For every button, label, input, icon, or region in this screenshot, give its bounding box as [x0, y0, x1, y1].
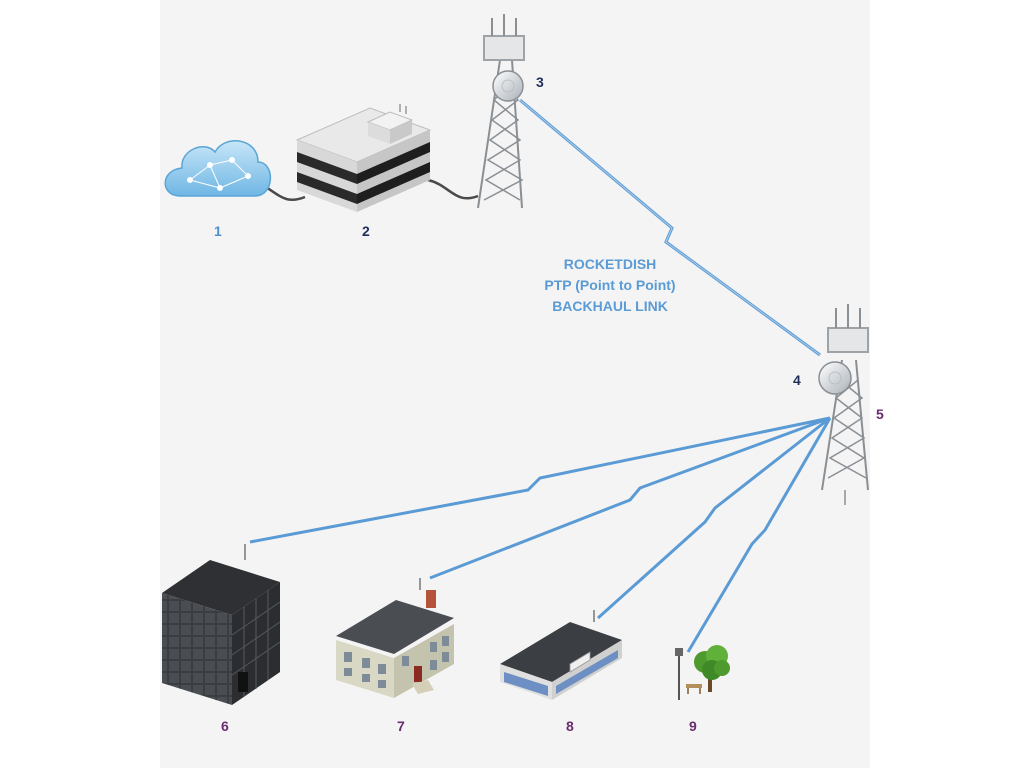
- label-router: 2: [362, 223, 370, 239]
- link-label-line-3: BACKHAUL LINK: [552, 298, 668, 314]
- link-tower-to-building: [249, 416, 831, 544]
- link-label-line-2: PTP (Point to Point): [544, 277, 676, 293]
- backhaul-link: [519, 98, 821, 357]
- streetlight-icon: [675, 648, 702, 700]
- label-shop: 8: [566, 718, 574, 734]
- shop-icon: [500, 610, 622, 700]
- router-icon: [295, 104, 432, 212]
- distribution-links: [249, 416, 832, 653]
- office-building-icon: [162, 544, 281, 705]
- link-tower-to-streetlight: [686, 417, 832, 653]
- label-dish-right: 4: [793, 372, 801, 388]
- cable-router-tower: [427, 178, 479, 200]
- tower-icon: [477, 14, 525, 209]
- dish-icon: [492, 70, 524, 102]
- dish-icon: [818, 361, 852, 395]
- link-label-line-1: ROCKETDISH: [563, 256, 657, 272]
- cloud-icon: [164, 140, 272, 197]
- label-tower-top: 3: [536, 74, 544, 90]
- tower-icon: [821, 304, 869, 505]
- label-streetlight: 9: [689, 718, 697, 734]
- tree-icon: [694, 645, 730, 692]
- link-tower-to-shop: [596, 416, 831, 620]
- label-house: 7: [397, 718, 405, 734]
- label-office-building: 6: [221, 718, 229, 734]
- backhaul-link-label: ROCKETDISH PTP (Point to Point) BACKHAUL…: [520, 254, 700, 317]
- link-tower-to-house: [429, 416, 831, 580]
- label-tower-right: 5: [876, 406, 884, 422]
- house-icon: [336, 578, 454, 698]
- label-cloud: 1: [214, 223, 222, 239]
